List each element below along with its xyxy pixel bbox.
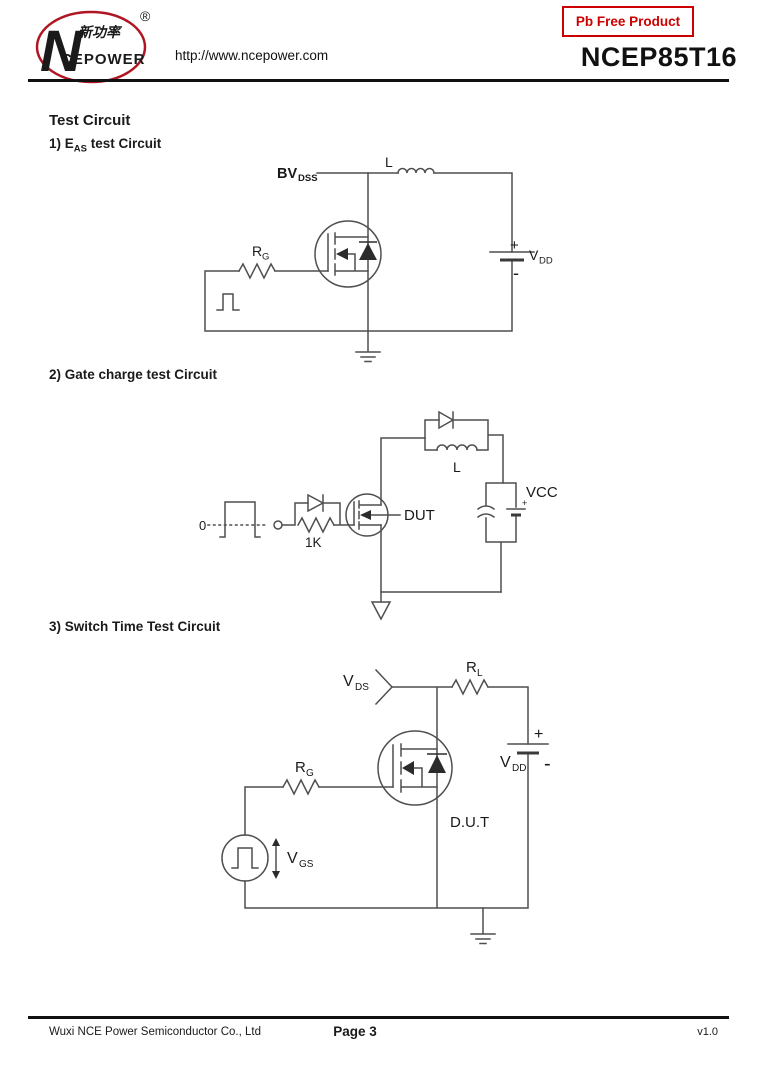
resistor-rg bbox=[281, 778, 321, 796]
label-vdd-sub: DD bbox=[512, 763, 526, 774]
footer-version: v1.0 bbox=[697, 1026, 718, 1038]
freewheel-block-wires bbox=[424, 419, 504, 484]
freewheel-diode bbox=[438, 410, 455, 430]
logo-chinese: 新功率 bbox=[78, 24, 123, 40]
label-vcc: VCC bbox=[526, 484, 558, 501]
ground-symbol bbox=[355, 330, 381, 363]
capacitor-plates bbox=[476, 505, 496, 519]
battery-plus-mark: + bbox=[522, 498, 527, 508]
vds-probe bbox=[374, 668, 394, 706]
pulse-input-waveform bbox=[216, 293, 240, 311]
label-inductor: L bbox=[453, 459, 461, 475]
section1-subscript: AS bbox=[73, 143, 87, 155]
label-1k: 1K bbox=[305, 535, 322, 550]
section3-heading: 3) Switch Time Test Circuit bbox=[49, 619, 221, 634]
pulse-waveform bbox=[231, 847, 259, 869]
nce-logo: N 新功率 CEPOWER ® bbox=[34, 6, 160, 91]
label-vdd-sub: DD bbox=[539, 256, 553, 267]
label-vgs-sub: GS bbox=[299, 859, 314, 870]
label-plus: + bbox=[510, 237, 519, 254]
inductor-l-coil bbox=[436, 444, 478, 451]
gate-charge-circuit-diagram: + 0 1K DUT L VCC bbox=[199, 410, 558, 621]
label-plus: + bbox=[534, 726, 543, 743]
registered-mark-icon: ® bbox=[140, 8, 151, 24]
label-zero: 0 bbox=[199, 518, 206, 533]
circuit-wires bbox=[204, 172, 513, 332]
label-vds: V bbox=[343, 673, 354, 690]
label-bvdss: BV bbox=[277, 166, 297, 182]
label-dut: D.U.T bbox=[450, 814, 489, 831]
input-terminal bbox=[273, 520, 283, 530]
eas-test-circuit-diagram: BV DSS L R G + V DD - bbox=[204, 154, 553, 363]
label-vdd: V bbox=[529, 247, 539, 263]
switch-time-circuit-diagram: V DS R L + V DD - R G V GS D.U.T bbox=[221, 659, 551, 945]
battery-vdd bbox=[507, 743, 549, 755]
battery-vdd bbox=[489, 251, 535, 262]
label-vds-sub: DS bbox=[355, 682, 369, 693]
ground-symbol bbox=[470, 907, 496, 945]
dut-mosfet-symbol bbox=[345, 493, 401, 537]
gate-diode bbox=[307, 493, 325, 513]
pulse-input-waveform bbox=[219, 501, 261, 538]
mosfet-symbol bbox=[314, 220, 382, 288]
label-rg: R bbox=[252, 243, 262, 259]
gate-network-wires bbox=[281, 502, 355, 526]
body-diode bbox=[428, 755, 446, 773]
site-url: http://www.ncepower.com bbox=[175, 48, 329, 63]
body-diode bbox=[359, 243, 377, 260]
resistor-rl bbox=[450, 678, 490, 696]
label-rg-sub: G bbox=[262, 252, 269, 263]
resistor-1k bbox=[296, 516, 336, 534]
page-title: Test Circuit bbox=[49, 112, 131, 129]
mosfet-arrow bbox=[360, 510, 371, 520]
label-rg-sub: G bbox=[306, 768, 314, 779]
label-inductor: L bbox=[385, 154, 393, 170]
inductor-l-coil bbox=[397, 167, 435, 174]
circuit-wires bbox=[244, 686, 529, 909]
logo-cepower: CEPOWER bbox=[61, 51, 146, 68]
label-rl: R bbox=[466, 659, 477, 676]
logo-ellipse bbox=[35, 10, 147, 84]
pb-free-badge: Pb Free Product bbox=[562, 6, 694, 37]
resistor-rg bbox=[237, 262, 277, 280]
header-rule bbox=[28, 79, 729, 82]
vgs-double-arrow bbox=[272, 838, 280, 879]
dut-mosfet-symbol bbox=[377, 730, 453, 806]
footer-rule bbox=[28, 1016, 729, 1019]
label-vdd: V bbox=[500, 754, 511, 771]
label-dut: DUT bbox=[404, 507, 435, 524]
label-minus: - bbox=[513, 263, 519, 283]
mosfet-arrow bbox=[336, 248, 348, 260]
section1-prefix: 1) E bbox=[49, 136, 74, 151]
footer-page-number: Page 3 bbox=[333, 1024, 377, 1039]
label-vgs: V bbox=[287, 850, 298, 867]
label-minus: - bbox=[544, 753, 551, 775]
footer-company: Wuxi NCE Power Semiconductor Co., Ltd bbox=[49, 1026, 261, 1038]
logo-n: N bbox=[40, 19, 83, 84]
circuit-wires bbox=[380, 437, 502, 593]
label-rl-sub: L bbox=[477, 668, 483, 679]
label-rg: R bbox=[295, 759, 306, 776]
section1-suffix: test Circuit bbox=[86, 136, 162, 151]
label-bvdss-sub: DSS bbox=[298, 173, 318, 184]
ground-symbol bbox=[370, 591, 392, 621]
vgs-pulse-source bbox=[221, 834, 269, 882]
section1-heading: 1) EAS test Circuit bbox=[49, 136, 161, 155]
part-number: NCEP85T16 bbox=[580, 42, 737, 72]
vcc-source-block: + bbox=[476, 482, 527, 593]
mosfet-arrow bbox=[402, 761, 414, 775]
section2-heading: 2) Gate charge test Circuit bbox=[49, 367, 218, 382]
